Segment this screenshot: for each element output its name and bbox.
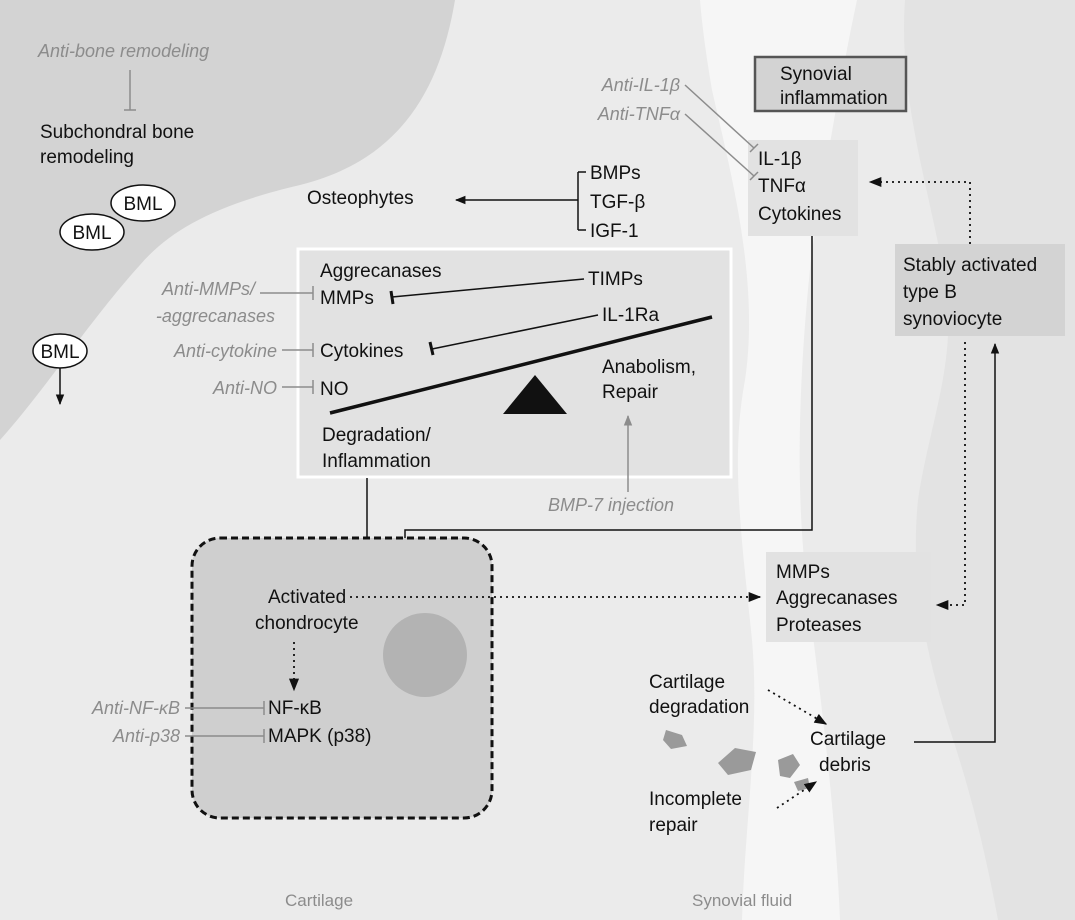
- enzymes-proteases-label: Proteases: [776, 615, 862, 636]
- enzymes-box: [766, 552, 931, 642]
- seesaw-fulcrum: [503, 375, 567, 414]
- anti-mmps-label: Anti-MMPs/: [161, 279, 257, 299]
- synoviocyte-label: synoviocyte: [903, 309, 1002, 330]
- synoviocyte-to-cytokines-arrow: [868, 176, 971, 244]
- mapk-label: MAPK (p38): [268, 726, 371, 747]
- debris-word-label: debris: [819, 755, 871, 776]
- remodeling-label: remodeling: [40, 147, 134, 168]
- debris-fragment-3: [778, 754, 800, 778]
- bmps-label: BMPs: [590, 163, 641, 184]
- stably-activated-label: Stably activated: [903, 255, 1037, 276]
- seesaw-beam: [329, 315, 713, 415]
- debris-fragment-1: [663, 730, 687, 749]
- activated-label: Activated: [268, 587, 346, 608]
- synovial-fluid-region: [700, 0, 857, 920]
- inflammation-title-label: inflammation: [780, 88, 888, 109]
- anti-il1b-inhibit-bar: [749, 143, 759, 153]
- anti-aggrecanases-label: -aggrecanases: [156, 306, 275, 326]
- bml-oval-2: [59, 213, 125, 251]
- repair-to-debris-arrow: [776, 781, 818, 809]
- bml-label-1: BML: [123, 194, 162, 215]
- cartilage-degradation-label: Cartilage: [649, 672, 725, 693]
- anti-cytokine-label: Anti-cytokine: [173, 341, 277, 361]
- inflammation-label: Inflammation: [322, 451, 431, 472]
- repair-label: Repair: [602, 382, 659, 403]
- repair-word-label: repair: [649, 815, 698, 836]
- debris-to-synoviocyte-arrow: [914, 342, 1000, 743]
- bmp7-injection-label: BMP-7 injection: [548, 495, 674, 515]
- enzymes-mmps-label: MMPs: [776, 562, 830, 583]
- synoviocyte-box: [895, 244, 1065, 336]
- subchondral-bone-region: [0, 0, 455, 440]
- synovial-cytokines-label: Cytokines: [758, 204, 841, 225]
- cartilage-debris-label: Cartilage: [810, 729, 886, 750]
- nfkb-label: NF-κB: [268, 698, 322, 719]
- synovial-label: Synovial: [780, 64, 852, 85]
- il1b-label: IL-1β: [758, 149, 802, 170]
- igf1-label: IGF-1: [590, 221, 639, 242]
- subchondral-bone-label: Subchondral bone: [40, 122, 194, 143]
- bml-label-2: BML: [72, 223, 111, 244]
- timps-inhibit-line: [391, 278, 585, 298]
- degradation-word-label: degradation: [649, 697, 749, 718]
- timps-label: TIMPs: [588, 269, 643, 290]
- cytokines-box-label: Cytokines: [320, 341, 403, 362]
- osteophytes-label: Osteophytes: [307, 188, 414, 209]
- synovial-inflammation-box: [753, 55, 908, 113]
- anti-bone-remodeling-label: Anti-bone remodeling: [37, 41, 209, 61]
- incomplete-label: Incomplete: [649, 789, 742, 810]
- anti-p38-label: Anti-p38: [112, 726, 180, 746]
- synovium-region: [904, 0, 1075, 920]
- anti-tnfa-inhibit-bar: [749, 171, 759, 181]
- activated-chondrocyte-cell: [190, 536, 494, 820]
- il1ra-label: IL-1Ra: [602, 305, 659, 326]
- degradation-label: Degradation/: [322, 425, 432, 446]
- anti-nfkb-label: Anti-NF-κB: [91, 698, 180, 718]
- anti-il1b-label: Anti-IL-1β: [601, 75, 680, 95]
- anabolism-label: Anabolism,: [602, 357, 696, 378]
- tgf-beta-label: TGF-β: [590, 192, 645, 213]
- synovial-fluid-region-label: Synovial fluid: [692, 891, 792, 910]
- bml-label-3: BML: [40, 342, 79, 363]
- balance-box: [296, 247, 733, 479]
- aggrecanases-label: Aggrecanases: [320, 261, 441, 282]
- il1ra-inhibit-line: [431, 314, 599, 350]
- bml-oval-1: [110, 184, 176, 222]
- anti-no-label: Anti-NO: [212, 378, 277, 398]
- chondrocyte-label: chondrocyte: [255, 613, 359, 634]
- no-label: NO: [320, 379, 349, 400]
- cytokine-box: [748, 140, 858, 236]
- enzymes-aggrecanases-label: Aggrecanases: [776, 588, 897, 609]
- chondrocyte-nucleus: [383, 613, 467, 697]
- mmps-label: MMPs: [320, 288, 374, 309]
- type-b-label: type B: [903, 282, 957, 303]
- anti-tnfa-label: Anti-TNFα: [597, 104, 681, 124]
- cartilage-region-label: Cartilage: [285, 891, 353, 910]
- tnfa-label: TNFα: [758, 176, 806, 197]
- debris-fragment-2: [718, 748, 756, 775]
